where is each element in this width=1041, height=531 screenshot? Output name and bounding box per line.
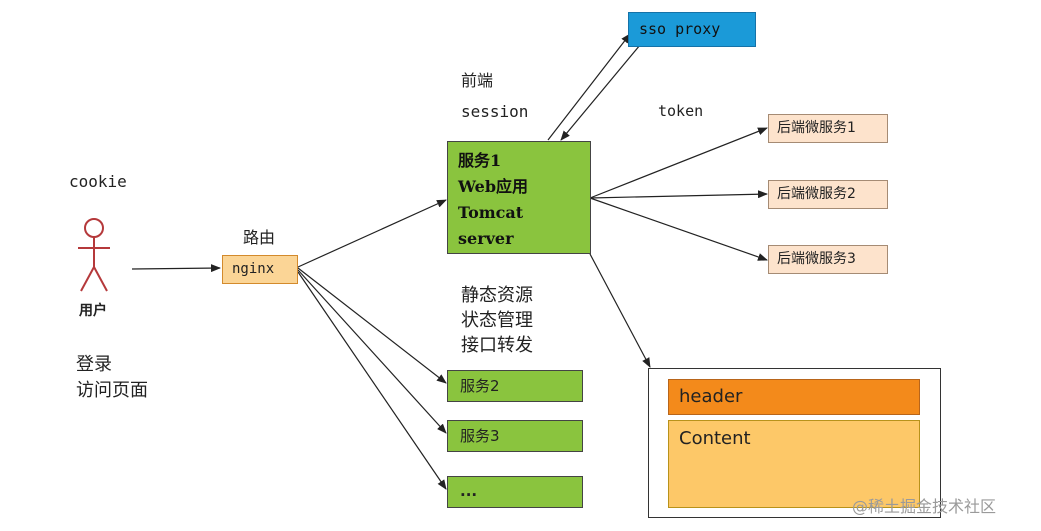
user-stick-figure-icon [78,218,110,292]
service3-box: 服务3 [447,420,583,452]
arrow-to-backend2 [589,190,768,199]
arrow-sso-to-service1 [560,44,641,141]
backend-service2-label: 后端微服务2 [777,186,856,202]
nginx-box: nginx [222,255,298,284]
frontend-title: 前端 [461,71,494,90]
service1-line3: Tomcat [458,203,524,222]
page-header-block: header [668,379,920,415]
user-action-login: 登录 [76,354,112,375]
service3-label: 服务3 [460,427,500,445]
page-content-label: Content [679,428,751,449]
responsibility-forward: 接口转发 [461,335,533,356]
backend-service2-box: 后端微服务2 [768,180,888,209]
frontend-session-label: session [461,102,529,121]
service1-line4: server [458,229,514,248]
token-label: token [658,102,704,120]
responsibility-static: 静态资源 [461,285,533,306]
more-services-label: ... [460,482,478,500]
service1-box: 服务1 Web应用 Tomcat server [447,141,591,254]
page-content-block: Content [668,420,920,508]
arrow-to-page-layout [589,253,651,368]
service2-label: 服务2 [460,377,500,395]
backend-service3-box: 后端微服务3 [768,245,888,274]
backend-service1-label: 后端微服务1 [777,120,856,136]
sso-proxy-box: sso proxy [628,12,756,47]
service1-line1: 服务1 [458,151,502,170]
arrow-to-backend3 [589,197,768,261]
sso-proxy-label: sso proxy [639,20,721,38]
service2-box: 服务2 [447,370,583,402]
more-services-box: ... [447,476,583,508]
router-label: 路由 [243,228,276,247]
page-header-label: header [679,386,743,407]
watermark: @稀土掘金技术社区 [852,497,997,516]
nginx-label: nginx [232,261,275,277]
backend-service1-box: 后端微服务1 [768,114,888,143]
arrow-user-to-nginx [131,264,221,273]
backend-service3-label: 后端微服务3 [777,251,856,267]
cookie-label: cookie [69,172,127,191]
user-figure-label: 用户 [79,303,107,319]
arrow-nginx-to-service2 [297,267,447,384]
arrow-to-backend1 [589,127,768,199]
service1-line2: Web应用 [458,177,529,196]
user-action-visit: 访问页面 [76,380,148,401]
frontend-responsibilities: 静态资源 状态管理 接口转发 [461,283,533,358]
responsibility-state: 状态管理 [461,310,533,331]
user-actions: 登录 访问页面 [76,352,148,404]
arrow-nginx-to-service1 [297,199,447,268]
arrow-nginx-to-more [297,271,447,490]
arrow-service1-to-sso [547,33,631,141]
arrow-nginx-to-service3 [297,269,447,434]
